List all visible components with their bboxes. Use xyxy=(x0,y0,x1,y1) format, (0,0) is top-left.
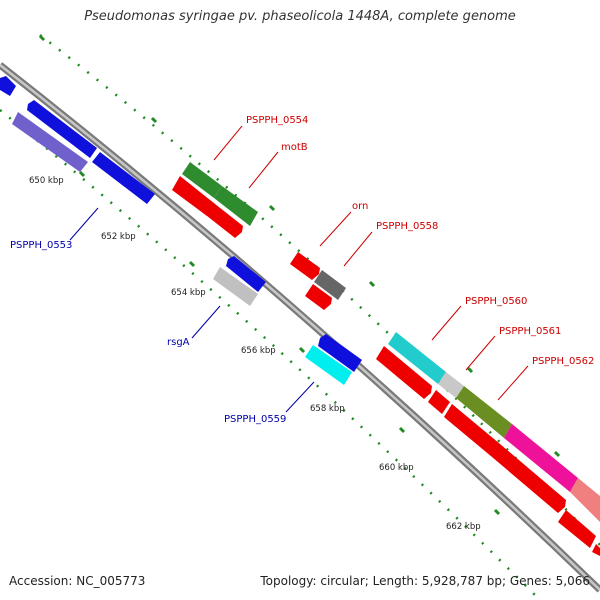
reverse-genes xyxy=(0,76,362,385)
gene-label-psph0553[interactable]: PSPPH_0553 xyxy=(10,240,72,251)
genome-backbone-highlight xyxy=(0,64,600,591)
gene-feature[interactable] xyxy=(428,390,450,414)
tick-label: 660 kbp xyxy=(379,463,414,473)
forward-genes xyxy=(172,162,600,556)
map-title: Pseudomonas syringae pv. phaseolicola 14… xyxy=(84,9,516,24)
gene-feature[interactable] xyxy=(226,256,266,292)
tick-label: 656 kbp xyxy=(241,346,276,356)
gene-feature[interactable] xyxy=(305,284,332,310)
gene-label-psph0559[interactable]: PSPPH_0559 xyxy=(224,414,286,425)
gene-labels: PSPPH_0554 motB orn PSPPH_0558 PSPPH_056… xyxy=(10,115,594,425)
gene-feature[interactable] xyxy=(0,76,16,96)
gene-label-psph0560[interactable]: PSPPH_0560 xyxy=(465,296,527,307)
gene-feature[interactable] xyxy=(172,176,215,216)
gene-feature[interactable] xyxy=(444,404,500,457)
tick-label: 662 kbp xyxy=(446,522,481,532)
major-ticks xyxy=(38,34,561,516)
gene-feature[interactable] xyxy=(12,112,88,172)
gene-label-psph0558[interactable]: PSPPH_0558 xyxy=(376,221,438,232)
gene-feature[interactable] xyxy=(92,152,155,204)
tick-label: 658 kbp xyxy=(310,404,345,414)
gene-feature[interactable] xyxy=(314,270,346,300)
tick-labels: 650 kbp 652 kbp 654 kbp 656 kbp 658 kbp … xyxy=(29,176,481,532)
gene-feature[interactable] xyxy=(202,200,243,238)
gene-feature[interactable] xyxy=(492,444,566,513)
gene-feature[interactable] xyxy=(558,510,596,548)
gene-feature[interactable] xyxy=(504,424,578,492)
gene-feature[interactable] xyxy=(376,346,432,399)
gene-label-orn[interactable]: orn xyxy=(352,201,368,212)
gene-feature[interactable] xyxy=(182,162,222,198)
gene-label-psph0554[interactable]: PSPPH_0554 xyxy=(246,115,308,126)
gene-feature[interactable] xyxy=(438,372,464,398)
gene-feature[interactable] xyxy=(456,386,512,438)
gene-feature[interactable] xyxy=(213,267,258,306)
tick-label: 652 kbp xyxy=(101,232,136,242)
gene-feature[interactable] xyxy=(290,252,320,280)
gene-feature[interactable] xyxy=(570,478,600,522)
gene-feature[interactable] xyxy=(388,332,446,384)
gene-label-rsga[interactable]: rsgA xyxy=(167,337,190,348)
genome-summary-text: Topology: circular; Length: 5,928,787 bp… xyxy=(260,574,590,588)
gene-label-psph0561[interactable]: PSPPH_0561 xyxy=(499,326,561,337)
tick-label: 654 kbp xyxy=(171,288,206,298)
tick-label: 650 kbp xyxy=(29,176,64,186)
gene-feature[interactable] xyxy=(27,100,97,158)
gene-feature[interactable] xyxy=(592,544,600,556)
label-leaders xyxy=(69,125,529,413)
gene-label-motb[interactable]: motB xyxy=(281,142,308,153)
gene-feature[interactable] xyxy=(318,334,362,372)
gene-feature[interactable] xyxy=(305,345,352,385)
gene-label-psph0562[interactable]: PSPPH_0562 xyxy=(532,356,594,367)
gene-feature[interactable] xyxy=(214,186,258,226)
accession-text: Accession: NC_005773 xyxy=(9,574,146,588)
